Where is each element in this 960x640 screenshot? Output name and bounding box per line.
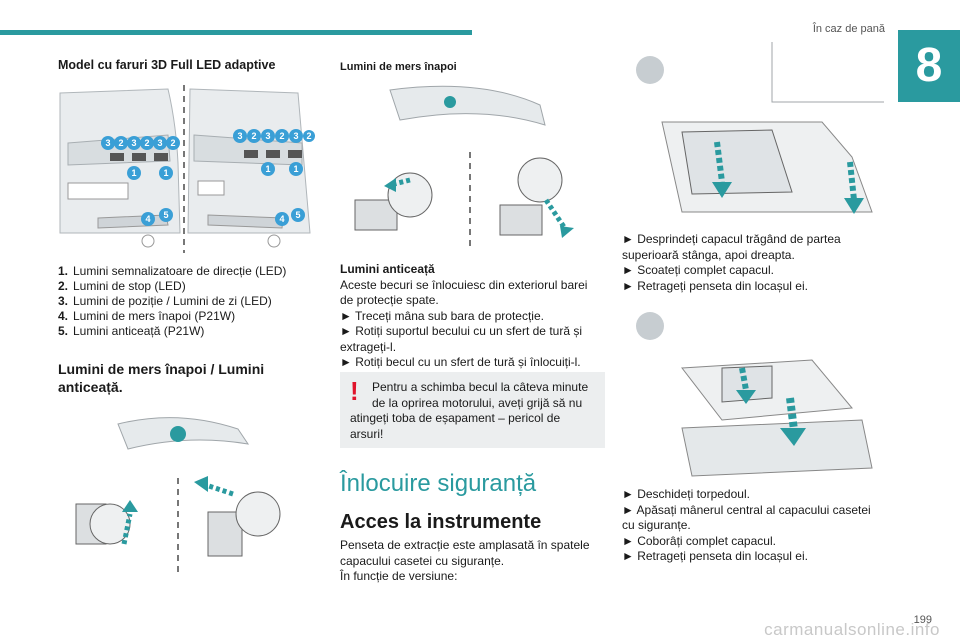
warning-line: arsuri! <box>350 426 384 441</box>
svg-text:3: 3 <box>131 138 136 148</box>
legend-item: 4.Lumini de mers înapoi (P21W) <box>58 309 236 323</box>
svg-text:3: 3 <box>237 131 242 141</box>
text-line: cu siguranțe. <box>622 518 691 532</box>
text-line: Aceste becuri se înlocuiesc din exterior… <box>340 277 588 292</box>
section-heading-reverse-fog: Lumini de mers înapoi / Lumini anticeață… <box>58 361 265 395</box>
light-legend-list: 1.Lumini semnalizatoare de direcție (LED… <box>58 264 313 339</box>
svg-text:1: 1 <box>131 168 136 178</box>
callout-right-1b: 1 <box>289 162 303 176</box>
text-line: ► Apăsați mânerul central al capacului c… <box>622 502 871 517</box>
warning-exclamation-icon: ! <box>350 376 359 406</box>
reverse-fog-bulb-illustration <box>58 404 315 574</box>
col2-heading: Lumini de mers înapoi <box>340 61 457 73</box>
svg-text:2: 2 <box>118 138 123 148</box>
col1-heading: Model cu faruri 3D Full LED adaptive <box>58 58 276 72</box>
text-line: ► Retrageți penseta din locașul ei. <box>622 278 808 293</box>
page-number: 199 <box>913 614 932 626</box>
svg-text:3: 3 <box>265 131 270 141</box>
text-line: ► Scoateți complet capacul. <box>622 263 774 277</box>
warning-line: de la oprirea motorului, aveți grijă să … <box>372 395 583 410</box>
svg-text:4: 4 <box>279 214 284 224</box>
legend-item: 1.Lumini semnalizatoare de direcție (LED… <box>58 264 287 278</box>
svg-text:3: 3 <box>157 138 162 148</box>
svg-text:2: 2 <box>170 138 175 148</box>
legend-item: 5.Lumini anticeață (P21W) <box>58 324 205 338</box>
callout-right-3c: 3 <box>289 129 303 143</box>
svg-text:5: 5 <box>295 210 300 220</box>
text-line: ► Treceți mâna sub bara de protecție. <box>340 308 544 323</box>
legend-item: 2.Lumini de stop (LED) <box>58 279 186 293</box>
callout-right-5: 5 <box>291 208 305 222</box>
svg-text:2: 2 <box>306 131 311 141</box>
callout-left-3c: 3 <box>153 136 167 150</box>
col3-instructions-2: ► Deschideți torpedoul. ► Apăsați mâneru… <box>622 487 887 565</box>
svg-text:5: 5 <box>163 210 168 220</box>
text-line: capacului casetei cu siguranțe. <box>340 553 505 568</box>
callout-left-3b: 3 <box>127 136 141 150</box>
text-line: de protecție spate. <box>340 293 439 307</box>
fog-lights-subheading: Lumini anticeață <box>340 262 435 276</box>
svg-text:2: 2 <box>144 138 149 148</box>
chapter-number-badge: 8 <box>898 30 960 102</box>
svg-text:1: 1 <box>163 168 168 178</box>
text-line: ► Desprindeți capacul trăgând de partea <box>622 232 841 246</box>
callout-left-4: 4 <box>141 212 155 226</box>
svg-text:1: 1 <box>265 164 270 174</box>
text-line: ► Retrageți penseta din locașul ei. <box>622 549 808 563</box>
callout-right-1a: 1 <box>261 162 275 176</box>
tool-access-title: Acces la instrumente <box>340 511 542 533</box>
svg-text:1: 1 <box>293 164 298 174</box>
warning-line: Pentru a schimba becul la câteva minute <box>372 380 589 394</box>
watermark: carmanualsonline.info <box>764 620 940 639</box>
text-line: ► Deschideți torpedoul. <box>622 487 750 501</box>
callout-right-2c: 2 <box>303 130 315 142</box>
callout-left-2b: 2 <box>140 136 154 150</box>
rear-lights-illustration: 3 2 3 2 3 2 1 1 4 5 3 2 3 2 3 2 1 1 4 5 <box>58 83 315 255</box>
svg-text:2: 2 <box>251 131 256 141</box>
warning-line: atingeți toba de eșapament – pericol de <box>350 411 561 425</box>
text-line: ► Coborâți complet capacul. <box>622 533 776 548</box>
page-header-title: În caz de pană <box>812 23 885 35</box>
fuse-replacement-title: Înlocuire siguranță <box>340 470 537 497</box>
text-line: ► Rotiți becul cu un sfert de tură și în… <box>340 355 581 369</box>
text-line: Penseta de extracție este amplasată în s… <box>340 538 590 552</box>
callout-left-1a: 1 <box>127 166 141 180</box>
reverse-light-illustration <box>340 80 605 248</box>
callout-left-2a: 2 <box>114 136 128 150</box>
svg-text:3: 3 <box>293 131 298 141</box>
callout-left-3a: 3 <box>101 136 115 150</box>
header-accent-bar <box>0 30 472 35</box>
fuse-cover-illustration-2 <box>622 298 884 480</box>
callout-left-5: 5 <box>159 208 173 222</box>
callout-right-2b: 2 <box>275 129 289 143</box>
callout-left-2c: 2 <box>166 136 180 150</box>
svg-text:4: 4 <box>145 214 150 224</box>
fuse-cover-illustration-1 <box>622 42 884 220</box>
text-line: superioară stânga, apoi dreapta. <box>622 247 795 262</box>
svg-text:3: 3 <box>105 138 110 148</box>
warning-box: ! Pentru a schimba becul la câteva minut… <box>340 372 605 448</box>
svg-text:2: 2 <box>279 131 284 141</box>
col2-instructions: Lumini anticeață Aceste becuri se înlocu… <box>340 262 605 371</box>
text-line: În funcție de versiune: <box>340 569 458 583</box>
callout-right-4: 4 <box>275 212 289 226</box>
tool-access-text: Penseta de extracție este amplasată în s… <box>340 538 605 585</box>
text-line: ► Rotiți suportul becului cu un sfert de… <box>340 324 582 338</box>
text-line: extrageți-l. <box>340 339 397 354</box>
callout-right-2a: 2 <box>247 129 261 143</box>
callout-right-3b: 3 <box>261 129 275 143</box>
col3-instructions-1: ► Desprindeți capacul trăgând de partea … <box>622 232 887 294</box>
callout-right-3a: 3 <box>233 129 247 143</box>
callout-left-1b: 1 <box>159 166 173 180</box>
legend-item: 3.Lumini de poziție / Lumini de zi (LED) <box>58 294 272 308</box>
